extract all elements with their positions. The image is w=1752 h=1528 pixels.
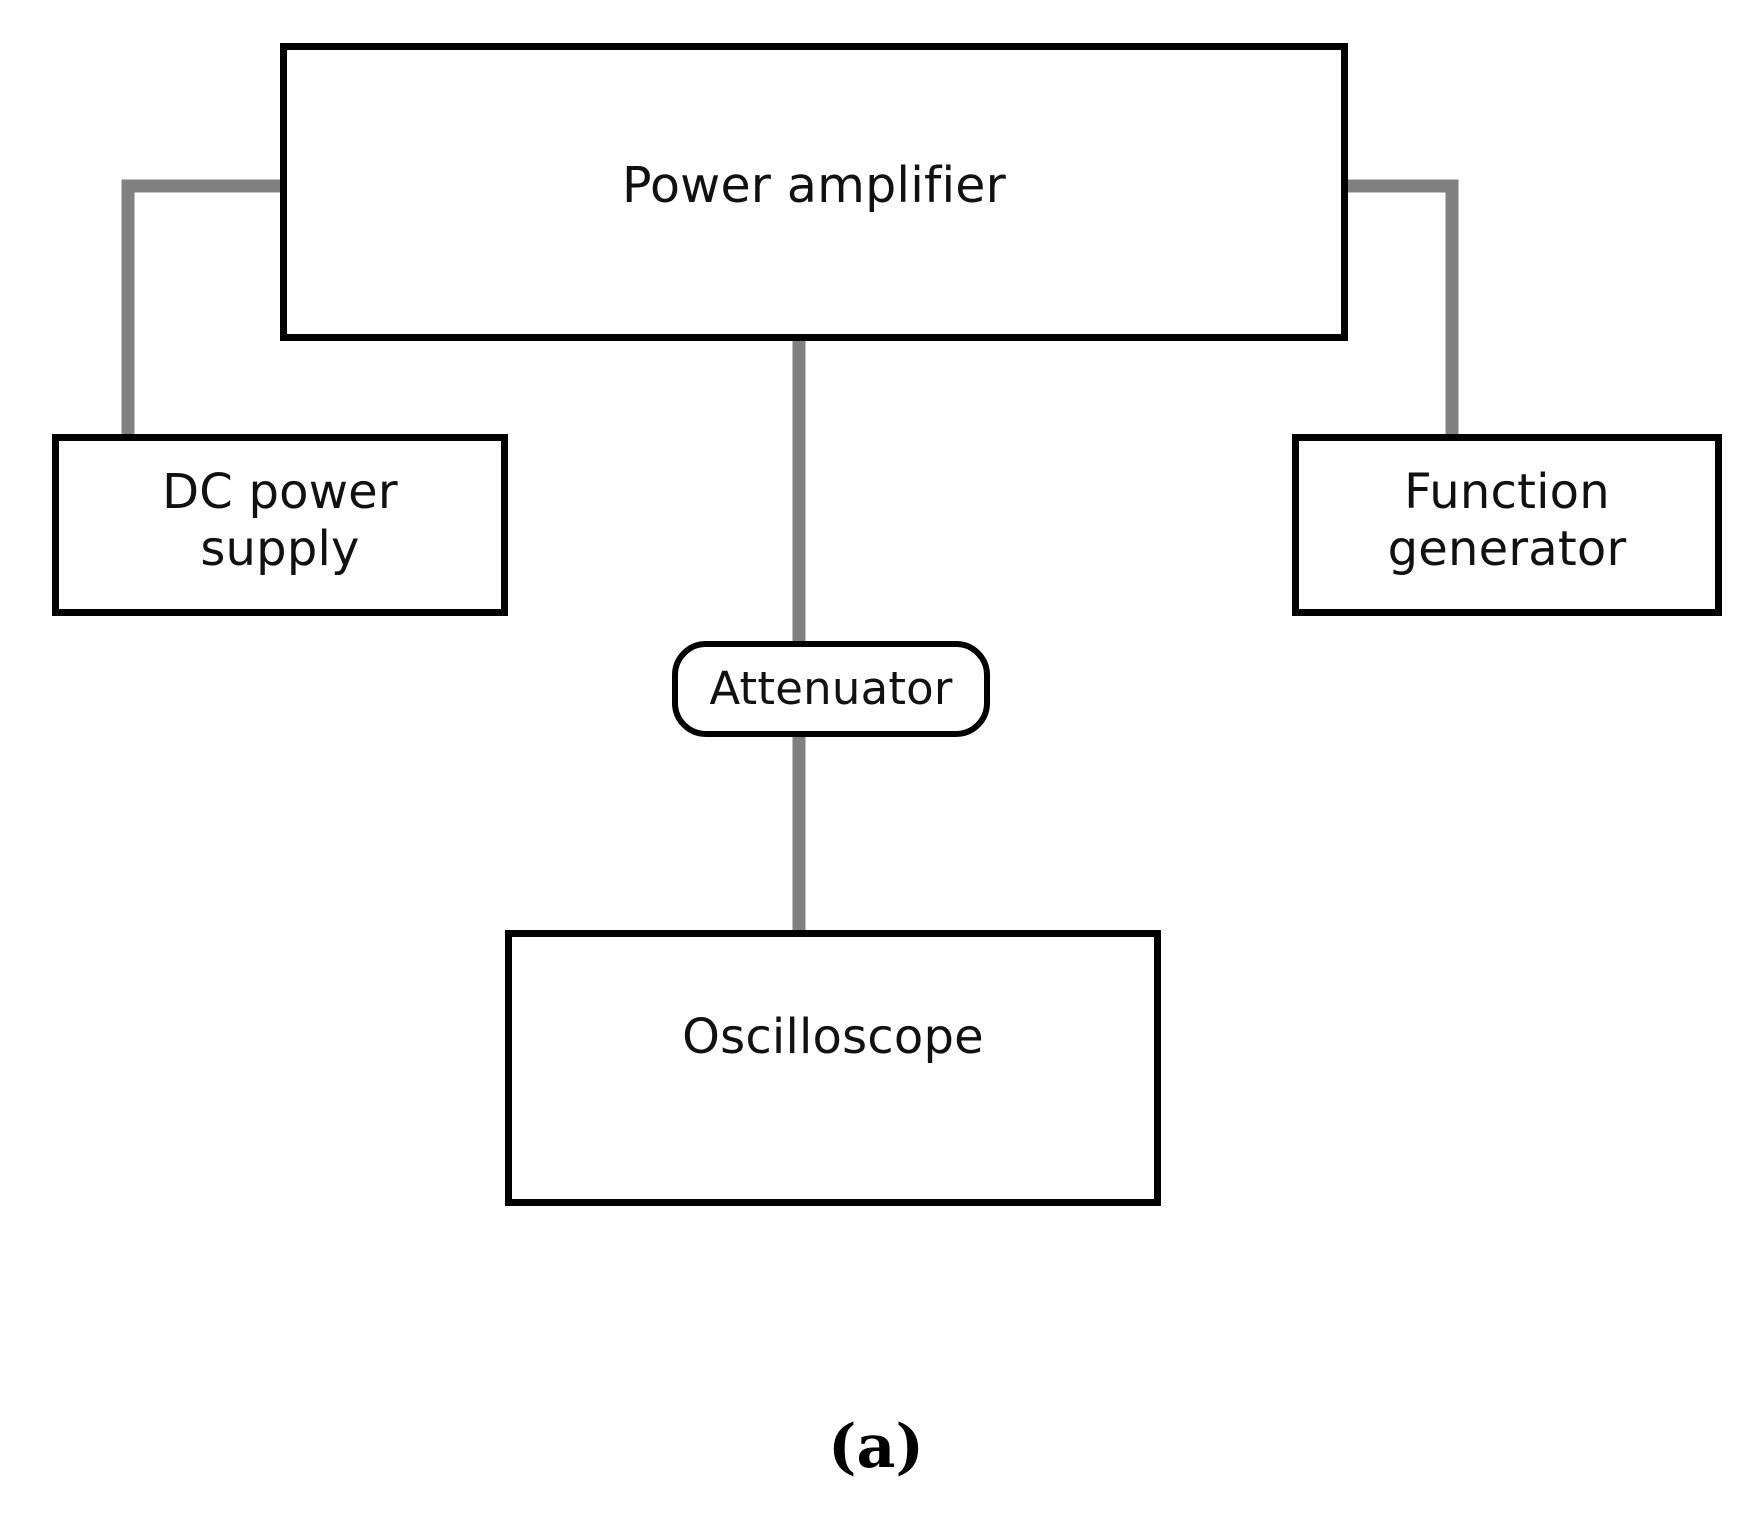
block-power-amplifier-label: Power amplifier (622, 157, 1006, 214)
block-oscilloscope[interactable]: Oscilloscope (505, 930, 1161, 1206)
block-attenuator-label: Attenuator (709, 662, 953, 716)
connector-power-amplifier-to-function-generator (1341, 179, 1459, 440)
figure-caption: (a) (828, 1412, 924, 1482)
block-function-generator-label: Function generator (1387, 464, 1627, 577)
connector-power-amplifier-to-dc-power-supply (121, 179, 287, 440)
block-attenuator[interactable]: Attenuator (672, 641, 990, 737)
block-oscilloscope-label: Oscilloscope (682, 1009, 984, 1065)
block-power-amplifier[interactable]: Power amplifier (280, 43, 1348, 341)
block-dc-power-supply[interactable]: DC power supply (52, 434, 508, 616)
block-function-generator[interactable]: Function generator (1292, 434, 1722, 616)
block-dc-power-supply-label: DC power supply (162, 464, 398, 577)
